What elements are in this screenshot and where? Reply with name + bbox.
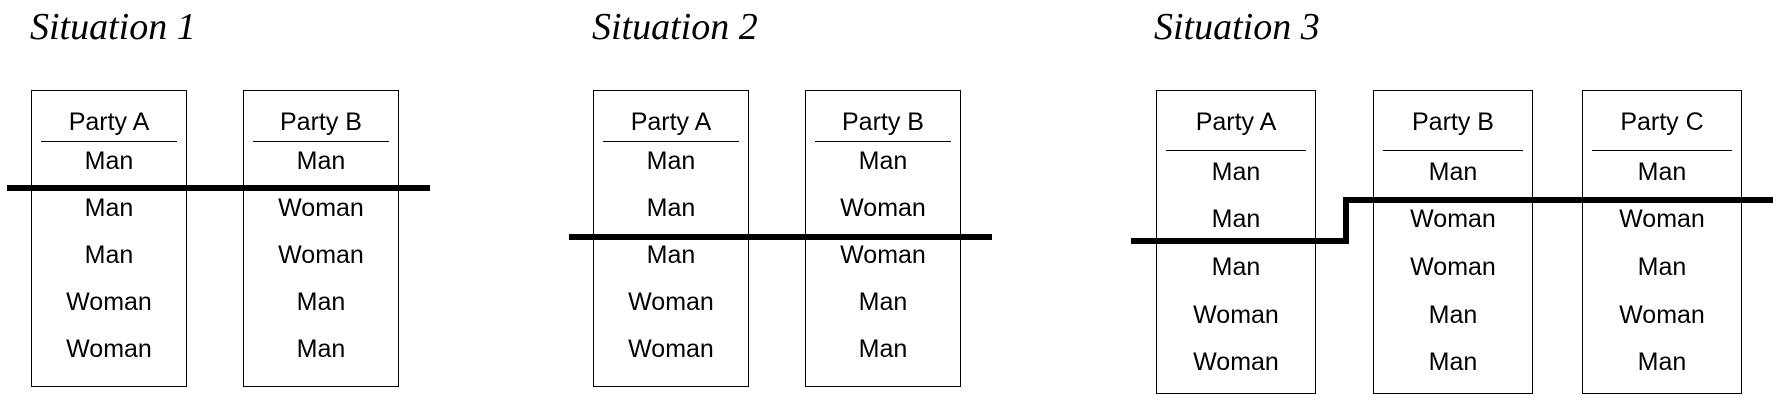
- list-member: Man: [646, 241, 696, 269]
- party-header-divider: [1592, 150, 1732, 151]
- list-member: Woman: [840, 241, 926, 269]
- party-header-divider: [41, 141, 177, 142]
- party-name: Party C: [1620, 108, 1704, 136]
- list-member: Man: [296, 147, 346, 175]
- situation-2-party-b-list: Party B Man Woman Woman Man Man: [805, 90, 961, 387]
- situation-3-party-a-list: Party A Man Man Man Woman Woman: [1156, 90, 1316, 394]
- list-member: Woman: [1619, 301, 1705, 329]
- list-member: Woman: [1410, 253, 1496, 281]
- list-member: Man: [84, 194, 134, 222]
- list-member: Man: [84, 147, 134, 175]
- list-member: Man: [84, 241, 134, 269]
- list-member: Woman: [1410, 205, 1496, 233]
- list-member: Woman: [278, 241, 364, 269]
- list-member: Man: [1428, 348, 1478, 376]
- party-header-divider: [1383, 150, 1523, 151]
- party-name: Party B: [1412, 108, 1494, 136]
- party-name: Party B: [842, 108, 924, 136]
- situation-2-title: Situation 2: [592, 6, 758, 48]
- list-member: Man: [1211, 158, 1261, 186]
- party-name: Party A: [1195, 108, 1277, 136]
- list-member: Man: [296, 288, 346, 316]
- situation-3-party-b-list: Party B Man Woman Woman Man Man: [1373, 90, 1533, 394]
- list-member: Man: [1428, 301, 1478, 329]
- list-member: Man: [1637, 158, 1687, 186]
- list-member: Woman: [1619, 205, 1705, 233]
- list-member: Woman: [1193, 301, 1279, 329]
- party-name: Party B: [280, 108, 362, 136]
- party-header-divider: [603, 141, 739, 142]
- list-member: Man: [858, 147, 908, 175]
- list-member: Man: [646, 147, 696, 175]
- list-member: Man: [1211, 205, 1261, 233]
- list-member: Man: [296, 335, 346, 363]
- list-member: Woman: [840, 194, 926, 222]
- party-header-divider: [815, 141, 951, 142]
- list-member: Man: [1428, 158, 1478, 186]
- situation-3-title: Situation 3: [1154, 6, 1320, 48]
- list-member: Man: [1637, 348, 1687, 376]
- list-member: Woman: [628, 288, 714, 316]
- party-name: Party A: [630, 108, 712, 136]
- situation-1-party-a-list: Party A Man Man Man Woman Woman: [31, 90, 187, 387]
- situation-3-party-c-list: Party C Man Woman Man Woman Man: [1582, 90, 1742, 394]
- list-member: Woman: [278, 194, 364, 222]
- list-member: Man: [1211, 253, 1261, 281]
- list-member: Man: [858, 335, 908, 363]
- party-header-divider: [253, 141, 389, 142]
- list-member: Man: [858, 288, 908, 316]
- party-name: Party A: [68, 108, 150, 136]
- list-member: Man: [1637, 253, 1687, 281]
- list-member: Woman: [66, 288, 152, 316]
- list-member: Woman: [628, 335, 714, 363]
- list-member: Woman: [66, 335, 152, 363]
- party-header-divider: [1166, 150, 1306, 151]
- situation-1-title: Situation 1: [30, 6, 196, 48]
- list-member: Man: [646, 194, 696, 222]
- situation-2-party-a-list: Party A Man Man Man Woman Woman: [593, 90, 749, 387]
- situation-1-party-b-list: Party B Man Woman Woman Man Man: [243, 90, 399, 387]
- list-member: Woman: [1193, 348, 1279, 376]
